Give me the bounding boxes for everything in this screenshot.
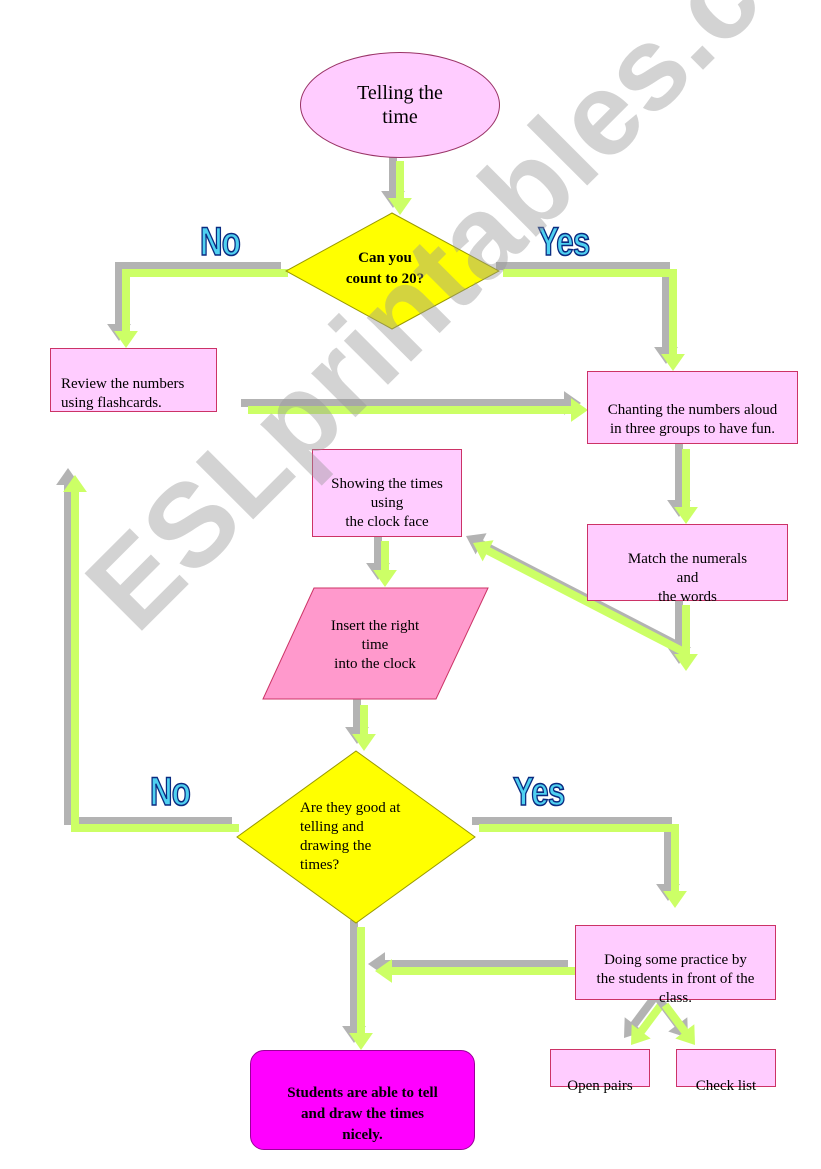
match-numerals-label: Match the numerals and the words <box>627 551 748 605</box>
decision-good-diamond <box>236 750 476 924</box>
arrow-decision1-no <box>107 262 288 348</box>
chanting-label: Chanting the numbers aloud in three grou… <box>607 402 778 437</box>
arrow-practice-to-openpairs <box>624 995 665 1045</box>
start-node: Telling the time <box>300 52 500 158</box>
arrow-practice-to-checklist <box>654 995 695 1045</box>
arrow-chanting-to-match <box>667 442 698 524</box>
decision-count-yes-label: Yes <box>537 219 590 265</box>
practice-box: Doing some practice by the students in f… <box>575 925 776 1006</box>
showing-times-label: Showing the times using the clock face <box>331 476 443 530</box>
open-pairs-label: Open pairs <box>567 1078 633 1094</box>
arrow-decision2-no <box>56 468 239 832</box>
insert-time-parallelogram <box>262 587 489 700</box>
insert-time-label: Insert the right time into the clock <box>330 618 420 672</box>
final-outcome-label: Students are able to tell and draw the t… <box>287 1085 438 1143</box>
arrow-match-to-showing <box>466 533 688 657</box>
check-list-label: Check list <box>695 1078 757 1094</box>
arrow-decision2-to-final <box>342 920 373 1050</box>
start-node-label: Telling the time <box>357 82 443 128</box>
check-list-box: Check list <box>676 1049 776 1094</box>
arrow-match-down <box>667 598 698 671</box>
chanting-box: Chanting the numbers aloud in three grou… <box>587 371 798 444</box>
arrow-decision2-yes <box>472 817 687 908</box>
decision-good-no-label: No <box>149 769 191 815</box>
arrow-insert-to-decision2 <box>345 698 376 751</box>
review-numbers-label: Review the numbers using flashcards. <box>61 376 185 411</box>
match-numerals-box: Match the numerals and the words <box>587 524 788 605</box>
showing-times-box: Showing the times using the clock face <box>312 449 462 537</box>
decision-count-no-label: No <box>199 219 241 265</box>
decision-count-diamond <box>285 212 500 330</box>
open-pairs-box: Open pairs <box>550 1049 650 1094</box>
arrow-showing-to-insert <box>366 534 397 587</box>
decision-count-question: Can you count to 20? <box>345 250 425 287</box>
decision-good-yes-label: Yes <box>512 769 565 815</box>
review-numbers-box: Review the numbers using flashcards. <box>50 348 217 412</box>
arrow-decision1-yes <box>496 262 685 371</box>
final-outcome-box: Students are able to tell and draw the t… <box>250 1050 475 1150</box>
arrow-start-to-decision1 <box>381 154 412 215</box>
arrow-practice-to-final-path <box>368 952 575 983</box>
decision-good-question: Are they good at telling and drawing the… <box>300 800 401 873</box>
arrow-review-to-chanting <box>241 391 588 422</box>
practice-label: Doing some practice by the students in f… <box>596 952 755 1006</box>
